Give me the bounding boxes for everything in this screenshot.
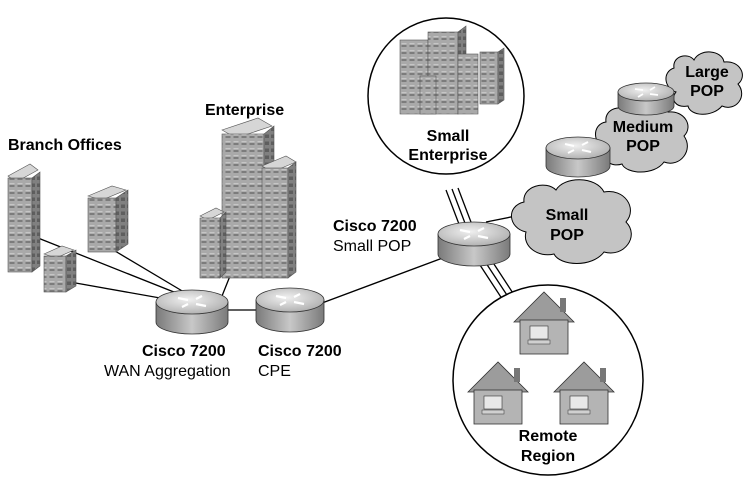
small-pop-cloud-label-1: Small <box>545 207 589 224</box>
router-icon <box>155 289 229 335</box>
branch-building-3 <box>43 245 77 293</box>
computer-icon <box>483 395 503 410</box>
router-wan-role: WAN Aggregation <box>104 363 231 380</box>
remote-region-circle <box>452 284 644 476</box>
branch-building-2 <box>87 185 129 253</box>
small-enterprise-buildings <box>399 25 505 115</box>
router-cpe-model: Cisco 7200 <box>258 343 342 360</box>
small-enterprise-label-1: Small <box>426 128 470 145</box>
branch-building-1 <box>7 163 41 273</box>
router-cpe-role: CPE <box>258 363 291 380</box>
enterprise-buildings <box>199 117 297 279</box>
computer-icon <box>569 395 589 410</box>
house-icon <box>553 361 615 425</box>
router-wan-model: Cisco 7200 <box>142 343 226 360</box>
large-pop-cloud <box>665 51 743 115</box>
enterprise-label: Enterprise <box>205 102 285 119</box>
large-pop-label-2: POP <box>690 83 724 100</box>
computer-icon <box>529 325 549 340</box>
router-small-pop-role: Small POP <box>333 238 412 255</box>
router-icon <box>437 221 511 267</box>
router-small-pop-model: Cisco 7200 <box>333 218 417 235</box>
house-icon <box>513 291 575 355</box>
router-icon <box>545 136 611 178</box>
link-cpe-smallpop <box>313 255 449 307</box>
medium-pop-cloud <box>595 101 689 173</box>
router-icon <box>255 287 325 333</box>
small-pop-cloud-label-2: POP <box>550 227 584 244</box>
large-pop-label-1: Large <box>685 64 729 81</box>
medium-pop-label-2: POP <box>626 138 660 155</box>
remote-region-label-1: Remote <box>518 428 578 445</box>
small-enterprise-label-2: Enterprise <box>408 147 488 164</box>
link-enterprise <box>221 275 231 297</box>
branch-offices-label: Branch Offices <box>8 137 122 154</box>
small-pop-cloud <box>511 179 632 264</box>
router-icon <box>617 82 675 116</box>
medium-pop-label-1: Medium <box>612 119 674 136</box>
link-branch-2 <box>109 247 195 299</box>
remote-region-label-2: Region <box>520 448 576 465</box>
house-icon <box>467 361 529 425</box>
